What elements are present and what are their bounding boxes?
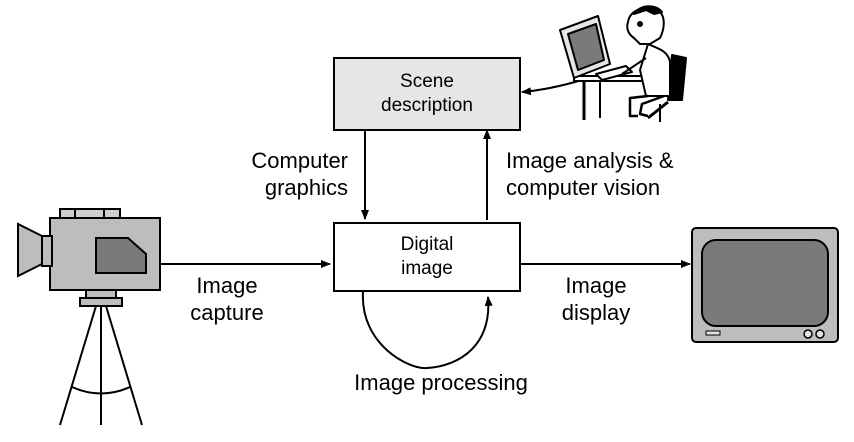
digital-image-label: Digital image [400, 234, 454, 279]
image-display-label: Image display [561, 273, 631, 325]
person-at-computer-icon [559, 5, 687, 122]
video-camera-icon [17, 208, 161, 426]
image-capture-label: Image capture [190, 273, 264, 325]
scene-description-label: Scene description [381, 71, 473, 116]
tv-monitor-icon [691, 227, 839, 343]
scene-description-box: Scene description [333, 57, 521, 131]
computer-graphics-label: Computer graphics [251, 148, 348, 200]
image-processing-label: Image processing [354, 370, 528, 395]
digital-image-box: Digital image [333, 222, 521, 292]
arrow-user-to-scene [521, 79, 583, 96]
image-analysis-label: Image analysis & computer vision [506, 148, 674, 200]
arrow-image-processing [361, 291, 493, 370]
